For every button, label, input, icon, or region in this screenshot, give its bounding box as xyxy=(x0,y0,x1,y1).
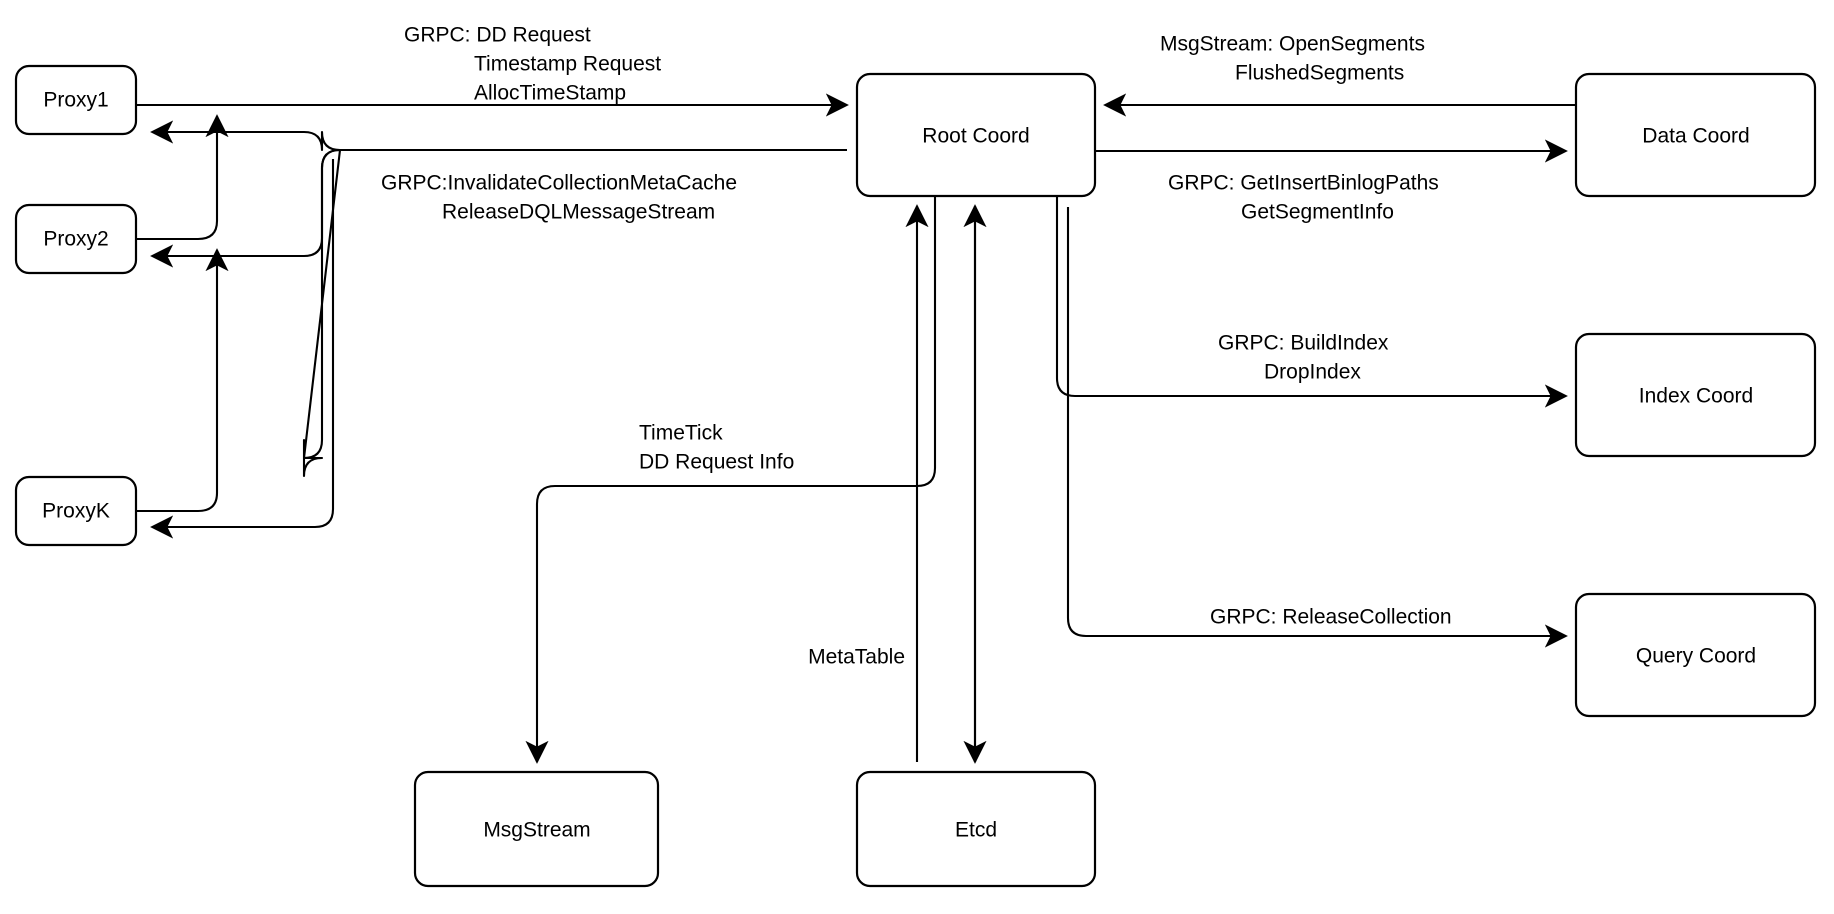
node-root-coord-label: Root Coord xyxy=(922,125,1029,148)
node-proxy2[interactable]: Proxy2 xyxy=(14,203,138,275)
node-query-coord[interactable]: Query Coord xyxy=(1574,592,1817,718)
edge-label-rootcoord-to-datacoord-line-0: GRPC: GetInsertBinlogPaths xyxy=(1168,172,1439,195)
node-data-coord-label: Data Coord xyxy=(1642,125,1749,148)
node-msgstream-label: MsgStream xyxy=(483,819,590,842)
edge-rootcoord-to-msgstream xyxy=(525,196,937,764)
node-data-coord[interactable]: Data Coord xyxy=(1574,72,1817,198)
edge-rootcoord-trunk-to-proxyk xyxy=(302,148,342,478)
edge-rootcoord-trunk-to-proxy2 xyxy=(150,148,341,268)
edge-rootcoord-right-trunk xyxy=(1055,196,1568,408)
edge-label-proxy-to-rootcoord-line-1: Timestamp Request xyxy=(474,53,661,76)
edge-label-rootcoord-to-proxy-line-0: GRPC:InvalidateCollectionMetaCache xyxy=(381,172,737,195)
node-root-coord-shape[interactable] xyxy=(855,72,1097,198)
node-etcd-shape[interactable] xyxy=(855,770,1097,888)
node-index-coord[interactable]: Index Coord xyxy=(1574,332,1817,458)
node-proxy2-shape[interactable] xyxy=(14,203,138,275)
node-query-coord-label: Query Coord xyxy=(1636,645,1756,668)
node-proxyk-shape[interactable] xyxy=(14,475,138,547)
node-index-coord-shape[interactable] xyxy=(1574,332,1817,458)
node-proxy1-label: Proxy1 xyxy=(43,89,108,112)
edge-rootcoord-trunk-to-proxy1 xyxy=(150,120,341,152)
edge-label-rootcoord-to-etcd-line-0: MetaTable xyxy=(808,646,905,669)
edge-label-rootcoord-to-proxy-line-1: ReleaseDQLMessageStream xyxy=(442,201,715,224)
node-root-coord[interactable]: Root Coord xyxy=(855,72,1097,198)
edge-proxyk-riser-to-trunk xyxy=(136,248,229,513)
edge-label-rootcoord-to-msgstream-line-1: DD Request Info xyxy=(639,451,794,474)
edge-label-datacoord-to-rootcoord-line-1: FlushedSegments xyxy=(1235,62,1404,85)
node-etcd-label: Etcd xyxy=(955,819,997,842)
node-query-coord-shape[interactable] xyxy=(1574,592,1817,718)
edge-label-rootcoord-to-indexcoord-line-0: GRPC: BuildIndex xyxy=(1218,332,1389,355)
edge-label-group: GRPC: DD Request Timestamp Request Alloc… xyxy=(381,24,1452,669)
edge-label-rootcoord-to-indexcoord-line-1: DropIndex xyxy=(1264,361,1361,384)
edge-rootcoord-trunk-to-proxyk-main xyxy=(150,159,335,539)
edge-proxy2-riser-to-trunk xyxy=(136,114,229,241)
edge-label-datacoord-to-rootcoord-line-0: MsgStream: OpenSegments xyxy=(1160,33,1425,56)
edge-label-rootcoord-to-querycoord-line-0: GRPC: ReleaseCollection xyxy=(1210,606,1452,629)
edge-label-rootcoord-to-msgstream-line-0: TimeTick xyxy=(639,422,723,445)
node-proxyk[interactable]: ProxyK xyxy=(14,475,138,547)
node-proxy1[interactable]: Proxy1 xyxy=(14,64,138,136)
node-index-coord-label: Index Coord xyxy=(1639,385,1753,408)
edge-label-proxy-to-rootcoord-line-0: GRPC: DD Request xyxy=(404,24,591,47)
node-proxy2-label: Proxy2 xyxy=(43,228,108,251)
node-msgstream[interactable]: MsgStream xyxy=(413,770,660,888)
node-msgstream-shape[interactable] xyxy=(413,770,660,888)
edge-label-proxy-to-rootcoord-line-2: AllocTimeStamp xyxy=(474,82,626,105)
node-data-coord-shape[interactable] xyxy=(1574,72,1817,198)
node-proxy1-shape[interactable] xyxy=(14,64,138,136)
node-proxyk-label: ProxyK xyxy=(42,500,110,523)
node-etcd[interactable]: Etcd xyxy=(855,770,1097,888)
edge-label-rootcoord-to-datacoord-line-1: GetSegmentInfo xyxy=(1241,201,1394,224)
edge-rootcoord-to-querycoord xyxy=(1066,207,1568,648)
